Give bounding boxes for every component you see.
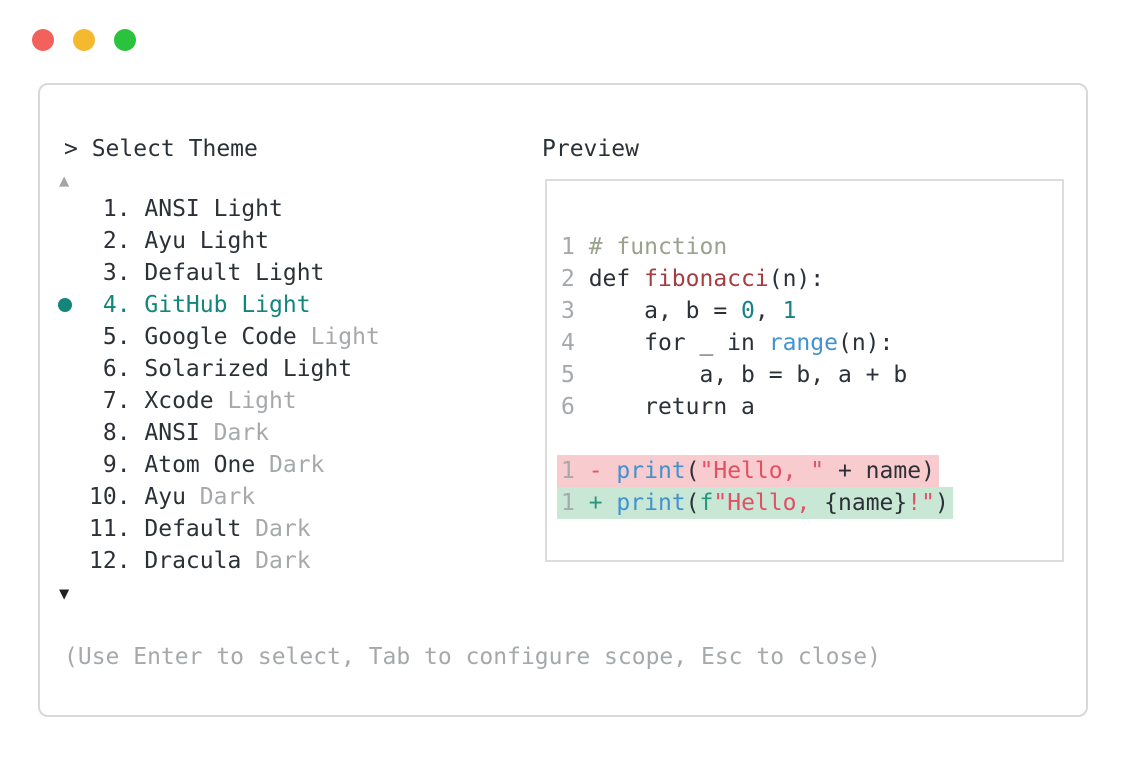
selection-bullet-slot [58, 289, 89, 321]
theme-item-name: ANSI [144, 420, 200, 446]
close-window-icon[interactable] [32, 29, 54, 51]
scroll-up-icon[interactable]: ▲ [59, 171, 70, 191]
theme-item-name: GitHub Light [144, 292, 311, 318]
theme-list: 1. ANSI Light 2. Ayu Light 3. Default Li… [58, 193, 380, 577]
selection-bullet-slot [58, 193, 89, 225]
selection-bullet-slot [58, 417, 89, 449]
theme-item-name: Ayu [144, 484, 186, 510]
selection-bullet-slot [58, 353, 89, 385]
line-number: 6 [561, 394, 589, 420]
line-number: 3 [561, 298, 589, 324]
theme-item-number: 3. [89, 260, 145, 286]
code-line-diff-removed: 1 - print("Hello, " + name) [557, 455, 939, 487]
theme-item-name: Default Light [144, 260, 325, 286]
theme-item-variant: Light [296, 324, 380, 350]
code-line: 4 for _ in range(n): [561, 330, 894, 356]
code-line-diff-added: 1 + print(f"Hello, {name}!") [557, 487, 953, 519]
theme-item-number: 1. [89, 196, 145, 222]
theme-item-number: 11. [89, 516, 145, 542]
theme-item-name: Default [144, 516, 242, 542]
theme-item-number: 10. [89, 484, 145, 510]
theme-item-name: Xcode [144, 388, 214, 414]
theme-item-number: 7. [89, 388, 145, 414]
theme-item-variant: Dark [199, 420, 270, 446]
theme-item-name: Atom One [144, 452, 256, 478]
code-line: 1 # function [561, 234, 728, 260]
selection-bullet-slot [58, 513, 89, 545]
theme-list-item[interactable]: 6. Solarized Light [58, 353, 380, 385]
code-line: 6 return a [561, 394, 755, 420]
zoom-window-icon[interactable] [114, 29, 136, 51]
theme-item-number: 6. [89, 356, 145, 382]
line-number: 5 [561, 362, 589, 388]
theme-item-variant: Dark [241, 548, 311, 574]
line-number: 1 [561, 234, 589, 260]
theme-item-name: Solarized Light [144, 356, 353, 382]
theme-list-item[interactable]: 1. ANSI Light [58, 193, 380, 225]
code-preview: 1 # function 2 def fibonacci(n): 3 a, b = … [557, 231, 953, 519]
selection-bullet-slot [58, 481, 89, 513]
theme-item-name: Google Code [144, 324, 297, 350]
scroll-down-icon[interactable]: ▼ [59, 584, 70, 604]
code-line: 5 a, b = b, a + b [561, 362, 908, 388]
theme-item-variant: Dark [255, 452, 325, 478]
theme-item-number: 8. [89, 420, 145, 446]
theme-item-name: Dracula [144, 548, 242, 574]
theme-item-variant: Light [213, 388, 297, 414]
theme-item-number: 9. [89, 452, 145, 478]
selection-bullet-slot [58, 385, 89, 417]
theme-item-number: 2. [89, 228, 145, 254]
keyboard-hint: (Use Enter to select, Tab to configure s… [64, 644, 881, 670]
line-number: 1 [561, 458, 589, 484]
theme-selector-panel: > Select Theme ▲ 1. ANSI Light 2. Ayu Li… [38, 83, 1088, 717]
selection-bullet-slot [58, 545, 89, 577]
select-theme-prompt: > Select Theme [64, 136, 258, 162]
theme-item-number: 5. [89, 324, 145, 350]
line-number: 1 [561, 490, 589, 516]
line-number: 2 [561, 266, 589, 292]
selection-bullet-slot [58, 321, 89, 353]
theme-item-name: ANSI Light [144, 196, 283, 222]
code-line: 3 a, b = 0, 1 [561, 298, 797, 324]
theme-list-item[interactable]: 11. Default Dark [58, 513, 380, 545]
theme-list-item[interactable]: 8. ANSI Dark [58, 417, 380, 449]
line-number: 4 [561, 330, 589, 356]
window-controls [32, 29, 136, 51]
theme-list-item[interactable]: 3. Default Light [58, 257, 380, 289]
code-line: 2 def fibonacci(n): [561, 266, 825, 292]
theme-list-item[interactable]: 10. Ayu Dark [58, 481, 380, 513]
selection-bullet-slot [58, 225, 89, 257]
theme-item-variant: Dark [241, 516, 311, 542]
selected-dot-icon [58, 298, 72, 312]
theme-list-item[interactable]: 7. Xcode Light [58, 385, 380, 417]
theme-item-number: 12. [89, 548, 145, 574]
theme-list-item[interactable]: 5. Google Code Light [58, 321, 380, 353]
preview-pane: 1 # function 2 def fibonacci(n): 3 a, b = … [545, 179, 1064, 562]
theme-list-item[interactable]: 2. Ayu Light [58, 225, 380, 257]
minimize-window-icon[interactable] [73, 29, 95, 51]
theme-list-item[interactable]: 9. Atom One Dark [58, 449, 380, 481]
selection-bullet-slot [58, 449, 89, 481]
selection-bullet-slot [58, 257, 89, 289]
theme-item-name: Ayu Light [144, 228, 270, 254]
theme-list-item[interactable]: 4. GitHub Light [58, 289, 380, 321]
theme-item-number: 4. [89, 292, 145, 318]
preview-title: Preview [542, 136, 639, 162]
theme-list-item[interactable]: 12. Dracula Dark [58, 545, 380, 577]
theme-item-variant: Dark [185, 484, 256, 510]
